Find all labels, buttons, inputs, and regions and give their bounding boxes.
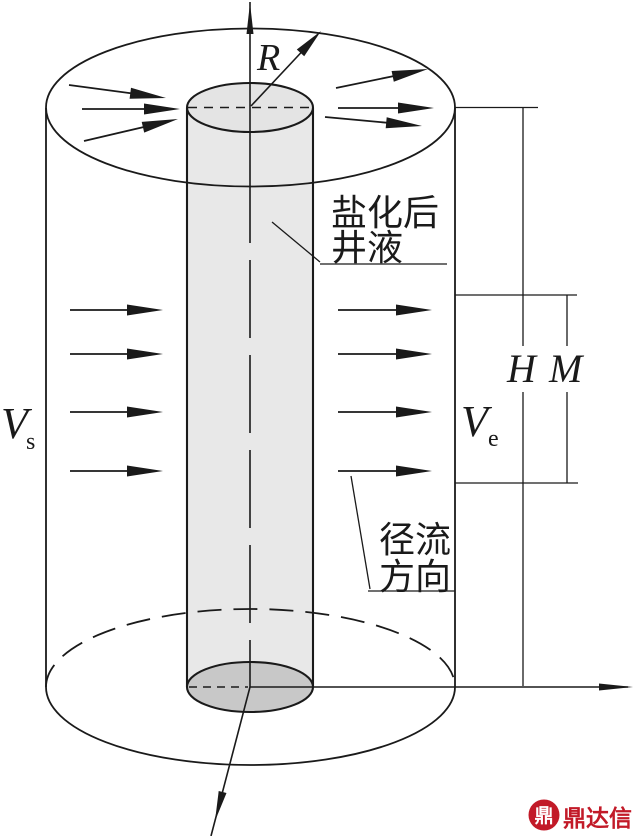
- radius-label: R: [256, 37, 280, 79]
- watermark-logo: 鼎 鼎达信: [528, 799, 632, 831]
- flow-direction-label-line1: 径流: [379, 520, 451, 560]
- label-Ve-sub: e: [488, 426, 499, 452]
- outflow-arrow-line: [324, 116, 391, 124]
- flow-arrow-head-icon: [396, 348, 432, 360]
- inflow-arrow-head-icon: [129, 87, 166, 99]
- inflow-arrow-head-icon: [144, 103, 180, 115]
- radius-arrow-line: [250, 49, 304, 107]
- center-axis-arrow-up-icon: [246, 3, 254, 34]
- flow-arrow-head-icon: [127, 304, 163, 316]
- watermark-brand-text: 鼎达信: [563, 805, 632, 831]
- flow-arrow-head-icon: [127, 406, 163, 418]
- watermark-emblem-circle-icon: [528, 799, 560, 831]
- flow-arrow-head-icon: [396, 304, 432, 316]
- fluid-label-line1: 盐化后: [331, 193, 439, 233]
- flow-arrow-head-icon: [396, 465, 432, 477]
- label-M: M: [548, 346, 585, 391]
- fluid-leader-line: [271, 221, 321, 263]
- inflow-arrow-line: [83, 125, 147, 142]
- label-Vs-sub: s: [26, 429, 35, 455]
- flow-direction-leader-line: [350, 475, 371, 590]
- radius-arrow-head-icon: [296, 31, 321, 57]
- outflow-arrow-head-icon: [398, 102, 434, 114]
- label-H: H: [506, 346, 538, 391]
- fluid-label-line2: 井液: [331, 228, 403, 268]
- flow-arrow-head-icon: [127, 348, 163, 360]
- label-Ve-main: V: [461, 397, 493, 446]
- left-flow-arrows: [70, 304, 163, 477]
- radial-axis-arrow-right-icon: [599, 683, 633, 691]
- inflow-arrow-line: [68, 84, 135, 95]
- flow-direction-label-line2: 方向: [379, 557, 451, 597]
- top-inflow-arrows: [68, 84, 180, 142]
- depth-axis-arrow-icon: [215, 791, 227, 821]
- label-Vs-main: V: [1, 399, 33, 448]
- flow-arrow-head-icon: [396, 406, 432, 418]
- watermark-emblem-glyph-icon: 鼎: [534, 805, 553, 827]
- flow-arrow-head-icon: [127, 465, 163, 477]
- outflow-arrow-head-icon: [391, 69, 428, 82]
- top-outflow-arrows: [324, 69, 434, 129]
- outflow-arrow-line: [335, 74, 397, 89]
- right-flow-arrows: [338, 304, 432, 477]
- inflow-arrow-head-icon: [141, 119, 178, 133]
- dimension-lines: [455, 106, 578, 686]
- outer-cylinder-bottom-ellipse-front-arc: [45, 686, 456, 766]
- outflow-arrow-head-icon: [385, 117, 422, 129]
